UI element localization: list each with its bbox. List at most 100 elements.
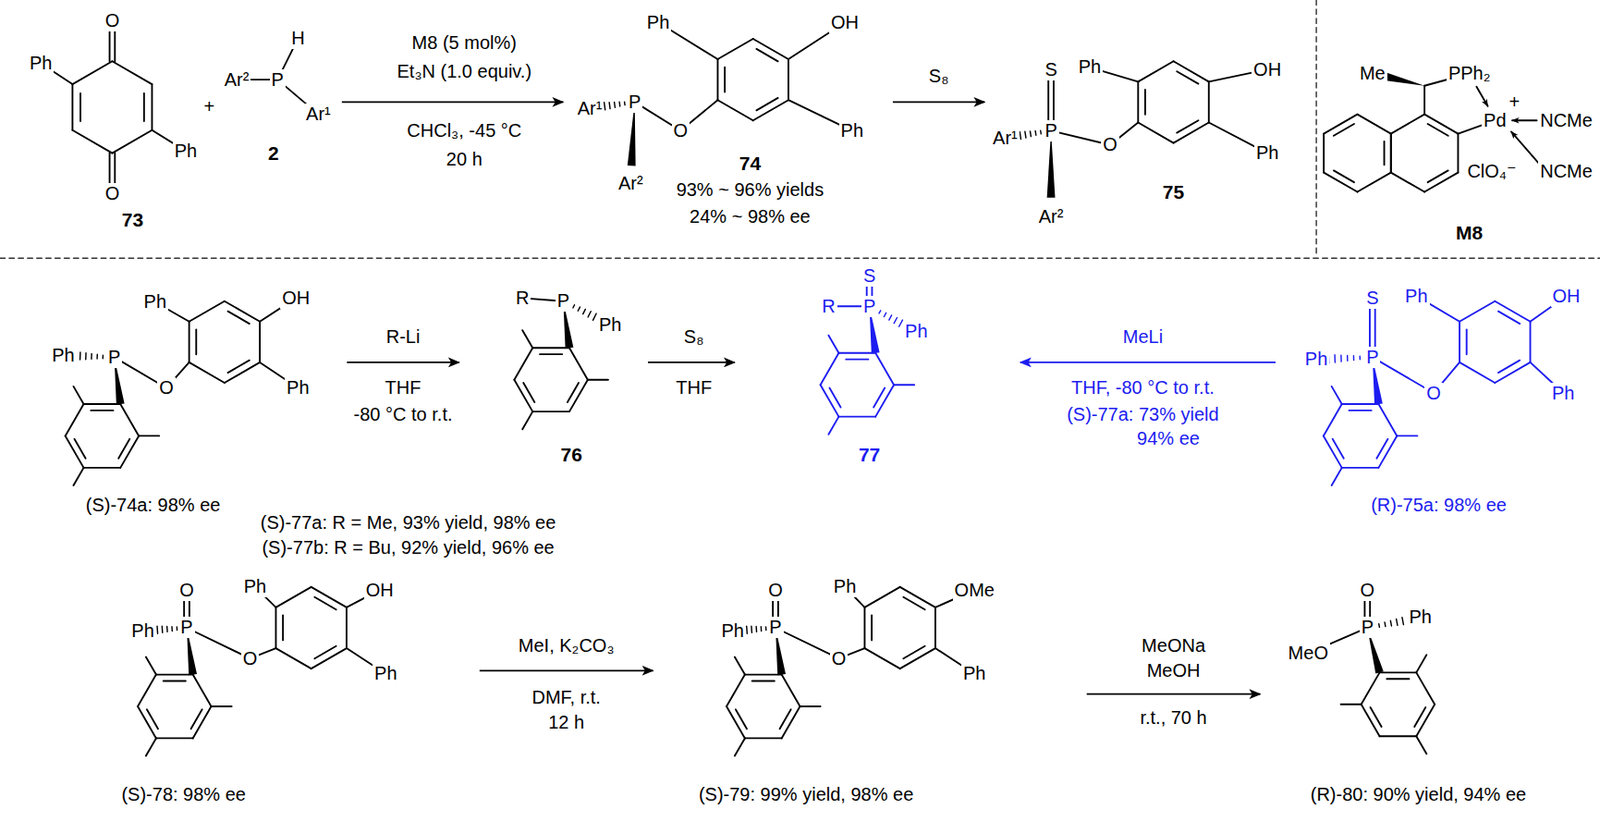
bond-line — [85, 353, 87, 360]
bond-line — [1402, 617, 1405, 625]
atom-label: P — [1359, 616, 1376, 638]
bond-line — [734, 656, 746, 674]
bond-line — [889, 315, 892, 320]
bond-line — [532, 346, 570, 349]
compound-label: 75 — [1162, 180, 1185, 204]
atom-label: OH — [1551, 285, 1583, 307]
atom-label: Ph — [1550, 382, 1576, 404]
bond-line — [1529, 321, 1532, 363]
atom-label: OH — [280, 287, 312, 309]
bond-line — [1383, 141, 1386, 166]
reaction-arrow — [1087, 693, 1261, 696]
bond-line — [1512, 119, 1537, 122]
atom-label: O — [671, 120, 691, 142]
bond-line — [934, 607, 937, 648]
bond-line — [1019, 131, 1021, 139]
compound-label: 77 — [858, 442, 880, 466]
bond-line — [1208, 81, 1210, 123]
bond-line — [1494, 301, 1530, 322]
compound-panel: (S)-74a: 98% ee — [40, 280, 347, 519]
bond-line — [71, 84, 74, 131]
bond-line — [1416, 735, 1427, 754]
bond-line — [752, 680, 775, 683]
bond-line — [1378, 623, 1381, 628]
bond-line — [1457, 134, 1460, 173]
bond-line — [879, 310, 881, 314]
bond-line — [893, 383, 915, 386]
bond-line — [1390, 134, 1393, 173]
atom-label: NCMe — [1538, 160, 1595, 183]
bond-line — [523, 382, 535, 403]
bond-line — [1029, 131, 1032, 137]
bond-line — [1323, 403, 1343, 436]
bond-line — [143, 93, 146, 122]
bond-line — [838, 415, 876, 418]
atom-label: Ph — [1254, 142, 1281, 164]
bond-line — [1348, 409, 1371, 412]
bond-line — [151, 84, 154, 131]
bond-line — [156, 673, 194, 676]
bond-line — [765, 626, 768, 631]
bond-line — [1423, 85, 1426, 115]
atom-label: Ph — [1406, 606, 1433, 628]
bond-line — [1173, 122, 1210, 143]
bond-line — [84, 466, 122, 469]
bond-line — [72, 61, 112, 85]
bond-line — [193, 674, 212, 707]
bond-line — [1459, 301, 1495, 322]
bond-line — [734, 737, 746, 756]
compound-panel: 75 — [984, 46, 1291, 205]
bond-line — [137, 674, 157, 707]
reaction-condition: DMF, r.t. — [529, 686, 602, 709]
bond-line — [188, 321, 191, 363]
compound-label: (R)-80: 90% yield, 94% ee — [1310, 782, 1527, 806]
bond-line — [1333, 354, 1336, 363]
reaction-condition: THF, -80 °C to r.t. — [1069, 377, 1217, 399]
reaction-condition: -80 °C to r.t. — [352, 403, 455, 426]
compound-panel: (S)-79: 99% yield, 98% ee — [653, 571, 1088, 811]
bond-line — [522, 329, 533, 348]
result-note: 24% ~ 98% ee — [689, 205, 811, 228]
reaction-condition: Et₃N (1.0 equiv.) — [394, 61, 534, 83]
atom-label: Ph — [27, 52, 54, 74]
bond-line — [900, 647, 936, 669]
bond-line — [1034, 131, 1037, 136]
bond-line — [90, 409, 113, 412]
bond-line — [156, 625, 159, 634]
bond-line — [1353, 355, 1356, 361]
bond-line — [781, 674, 801, 707]
bond-line — [1414, 707, 1426, 727]
bond-line — [73, 467, 84, 486]
bond-line — [118, 439, 130, 459]
bond-line — [111, 61, 152, 85]
bond-line — [191, 708, 203, 729]
atom-label: Ph — [49, 344, 76, 367]
bond-line — [864, 586, 900, 608]
atom-label: Ph — [839, 120, 866, 142]
reaction-condition: 12 h — [546, 711, 587, 733]
reaction-condition: M8 (5 mol%) — [410, 32, 519, 54]
reaction-condition: S₈ — [682, 326, 707, 348]
bond-line — [79, 352, 82, 360]
atom-label: O — [1358, 579, 1378, 601]
atom-label: P — [555, 290, 572, 312]
bond-line — [195, 329, 197, 355]
bond-line — [258, 321, 261, 363]
yield-note: (S)-77a: R = Me, 93% yield, 98% ee — [258, 512, 559, 534]
bond-line — [608, 102, 611, 110]
atom-label: OMe — [952, 579, 997, 601]
yield-note: (S)-77b: R = Bu, 92% yield, 96% ee — [259, 537, 556, 559]
atom-label: S — [861, 265, 878, 287]
reaction-condition: THF — [673, 377, 714, 399]
bond-line — [1342, 466, 1380, 469]
bond-line — [1383, 622, 1386, 627]
atom-label: Ph — [242, 575, 269, 598]
reaction-condition: MeONa — [1139, 635, 1208, 657]
bond-line — [1391, 114, 1425, 135]
atom-label: NCMe — [1538, 109, 1595, 132]
bond-line — [618, 101, 621, 107]
bond-line — [1459, 362, 1495, 383]
